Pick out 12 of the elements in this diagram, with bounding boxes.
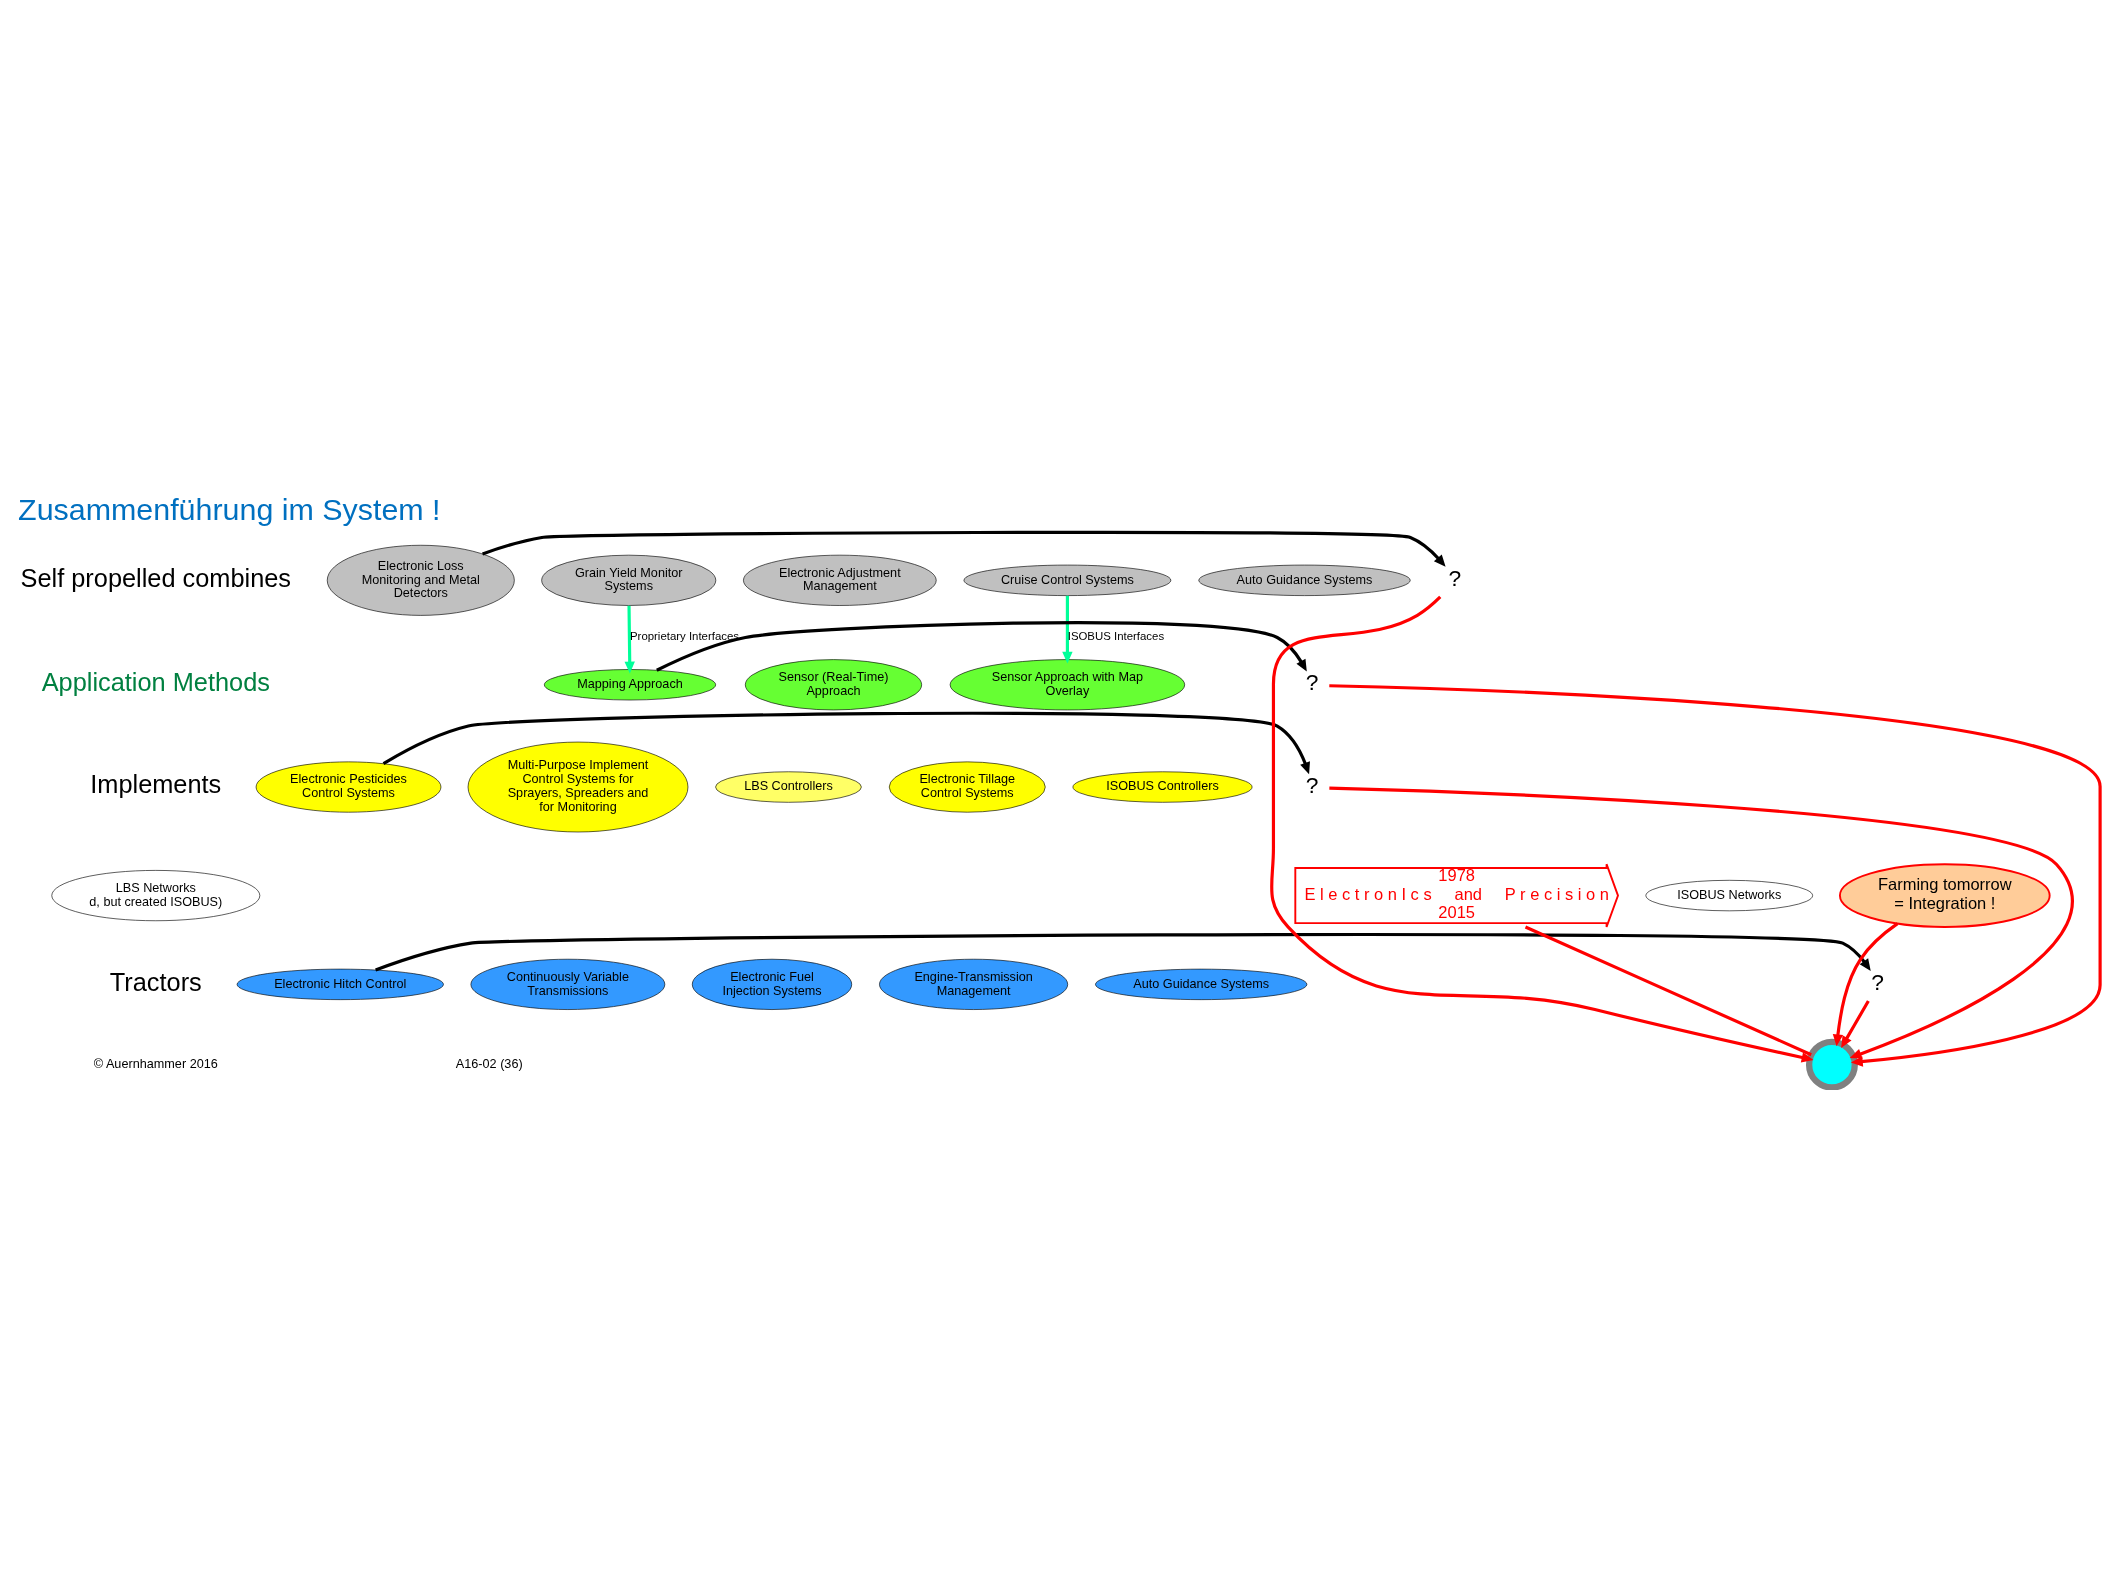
diagram-title: Zusammenführung im System !	[18, 491, 441, 526]
node-text: ?	[1871, 968, 1884, 995]
label: © Auernhammer 2016	[93, 1056, 218, 1071]
label: Application Methods	[41, 667, 270, 696]
node-text: ?	[1448, 564, 1462, 591]
label: Tractors	[109, 967, 202, 996]
label: Self propelled combines	[20, 563, 292, 592]
label: Implements	[90, 769, 222, 798]
node-text: ?	[1305, 771, 1319, 798]
edge-label: Proprietary Interfaces	[629, 629, 740, 642]
node-text: ?	[1305, 668, 1319, 695]
label: A16-02 (36)	[455, 1056, 523, 1071]
